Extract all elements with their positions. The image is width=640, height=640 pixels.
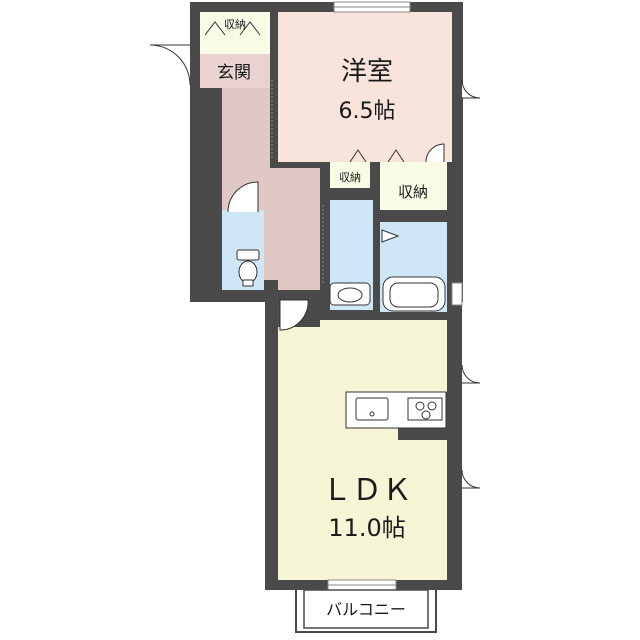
kitchen-counter — [345, 391, 447, 429]
entrance-label: 玄関 — [217, 63, 251, 83]
doors — [149, 21, 481, 489]
balcony — [295, 589, 437, 633]
washbasin — [329, 282, 371, 306]
ldk-size: 11.0帖 — [328, 514, 405, 542]
ldk-name: ＬＤＫ — [322, 473, 412, 508]
entrance — [200, 54, 270, 88]
western-room-name: 洋室 — [341, 57, 393, 87]
entrance-storage-label: 収納 — [224, 18, 246, 31]
closet — [380, 162, 447, 210]
small-storage — [330, 162, 370, 188]
western-room-size: 6.5帖 — [339, 99, 396, 124]
toilet-fixture — [236, 249, 260, 287]
balcony-label: バルコニー — [326, 600, 406, 619]
bathtub — [382, 276, 446, 312]
partitions — [271, 80, 324, 285]
small-storage-label: 収納 — [339, 171, 361, 184]
western-room — [278, 12, 452, 162]
ldk-room — [278, 320, 447, 580]
closet-label: 収納 — [398, 183, 428, 201]
windows — [327, 1, 463, 591]
